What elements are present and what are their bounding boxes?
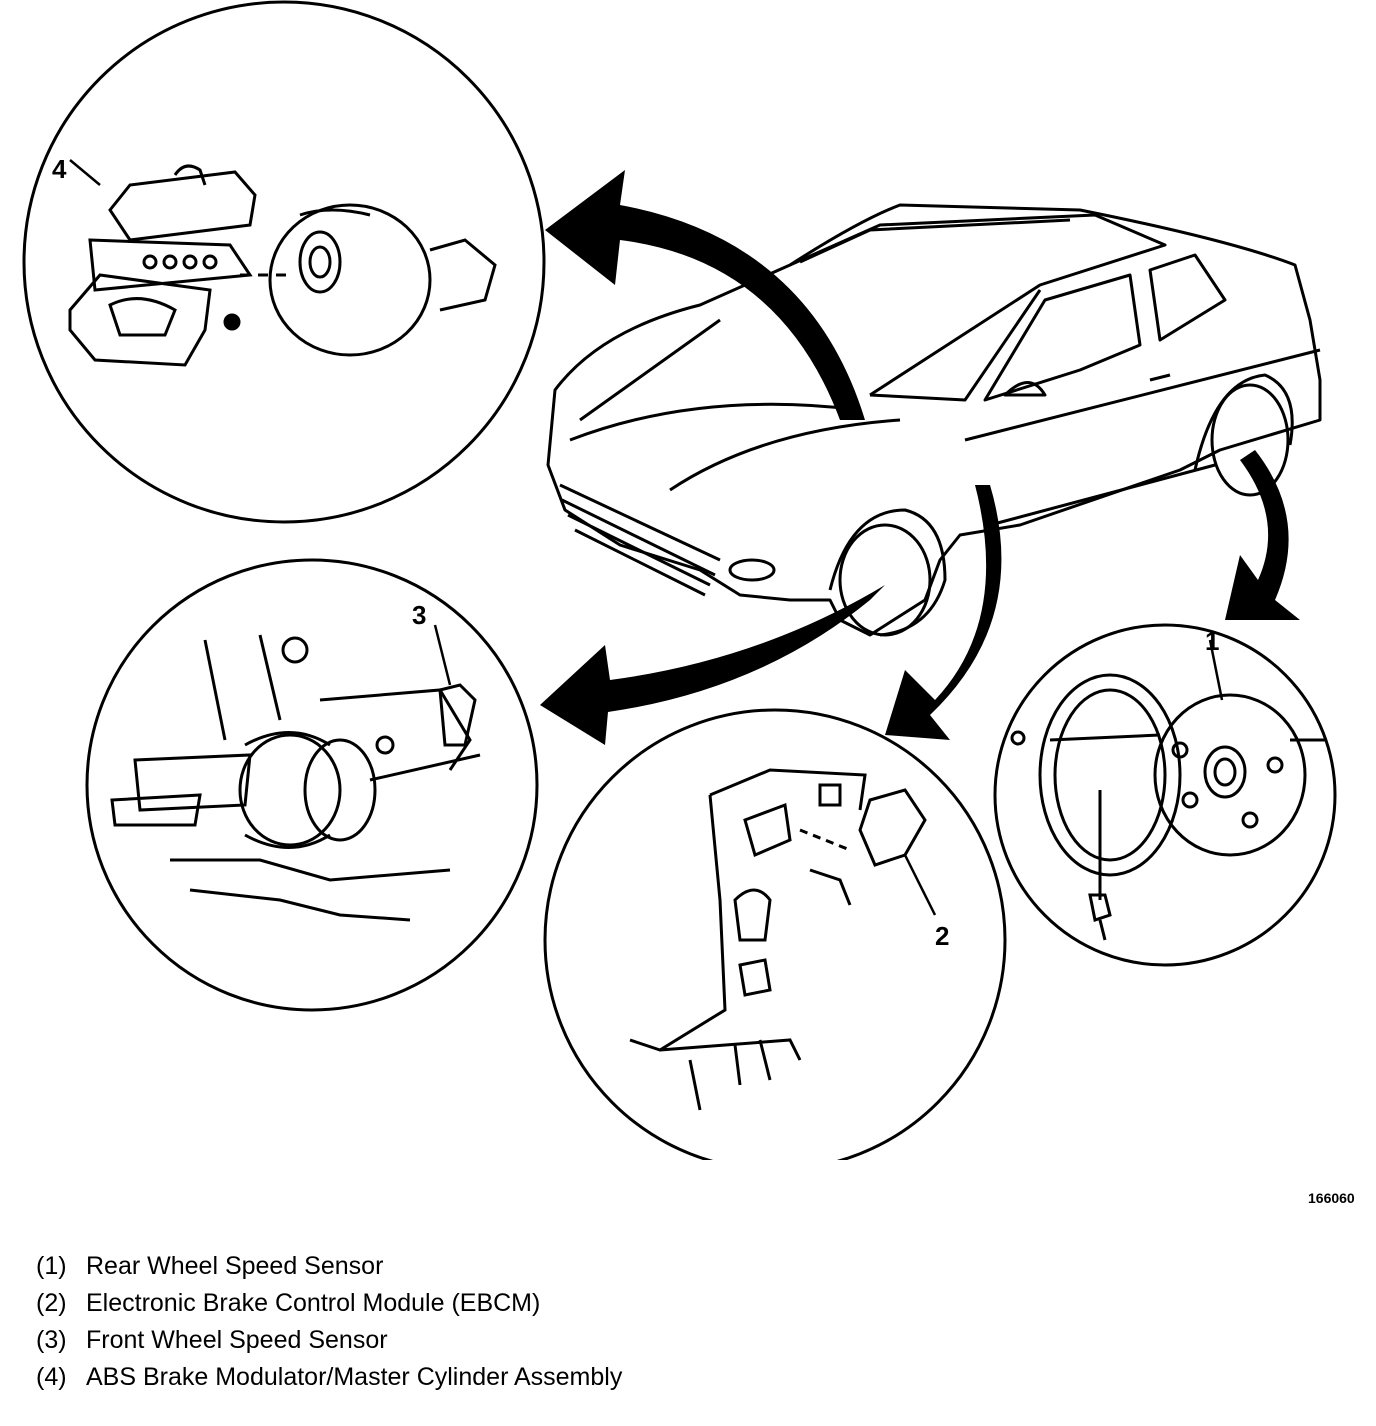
component-location-diagram: 4 3 bbox=[22, 0, 1337, 1160]
legend-item: (4) ABS Brake Modulator/Master Cylinder … bbox=[36, 1359, 736, 1396]
detail-circle-front-wheel-sensor: 3 bbox=[85, 558, 539, 1012]
legend: (1) Rear Wheel Speed Sensor (2) Electron… bbox=[36, 1248, 736, 1396]
legend-item: (3) Front Wheel Speed Sensor bbox=[36, 1322, 736, 1359]
detail-circle-abs-modulator: 4 bbox=[22, 0, 546, 524]
detail-circle-ebcm: 2 bbox=[543, 708, 1007, 1160]
pointer-arrows bbox=[540, 170, 1300, 745]
callout-3: 3 bbox=[412, 600, 426, 630]
legend-text: ABS Brake Modulator/Master Cylinder Asse… bbox=[86, 1363, 623, 1391]
legend-item: (2) Electronic Brake Control Module (EBC… bbox=[36, 1285, 736, 1322]
legend-text: Rear Wheel Speed Sensor bbox=[86, 1252, 384, 1280]
callout-4: 4 bbox=[52, 154, 67, 184]
legend-item: (1) Rear Wheel Speed Sensor bbox=[36, 1248, 736, 1285]
callout-1: 1 bbox=[1205, 626, 1219, 656]
figure-id: 166060 bbox=[1308, 1190, 1355, 1206]
legend-number: (1) bbox=[36, 1252, 67, 1280]
legend-number: (3) bbox=[36, 1326, 67, 1354]
legend-text: Electronic Brake Control Module (EBCM) bbox=[86, 1289, 541, 1317]
legend-number: (2) bbox=[36, 1289, 67, 1317]
detail-circle-rear-wheel-sensor: 1 bbox=[993, 623, 1337, 967]
legend-number: (4) bbox=[36, 1363, 67, 1391]
vehicle-illustration bbox=[546, 203, 1322, 637]
callout-2: 2 bbox=[935, 921, 949, 951]
legend-text: Front Wheel Speed Sensor bbox=[86, 1326, 388, 1354]
